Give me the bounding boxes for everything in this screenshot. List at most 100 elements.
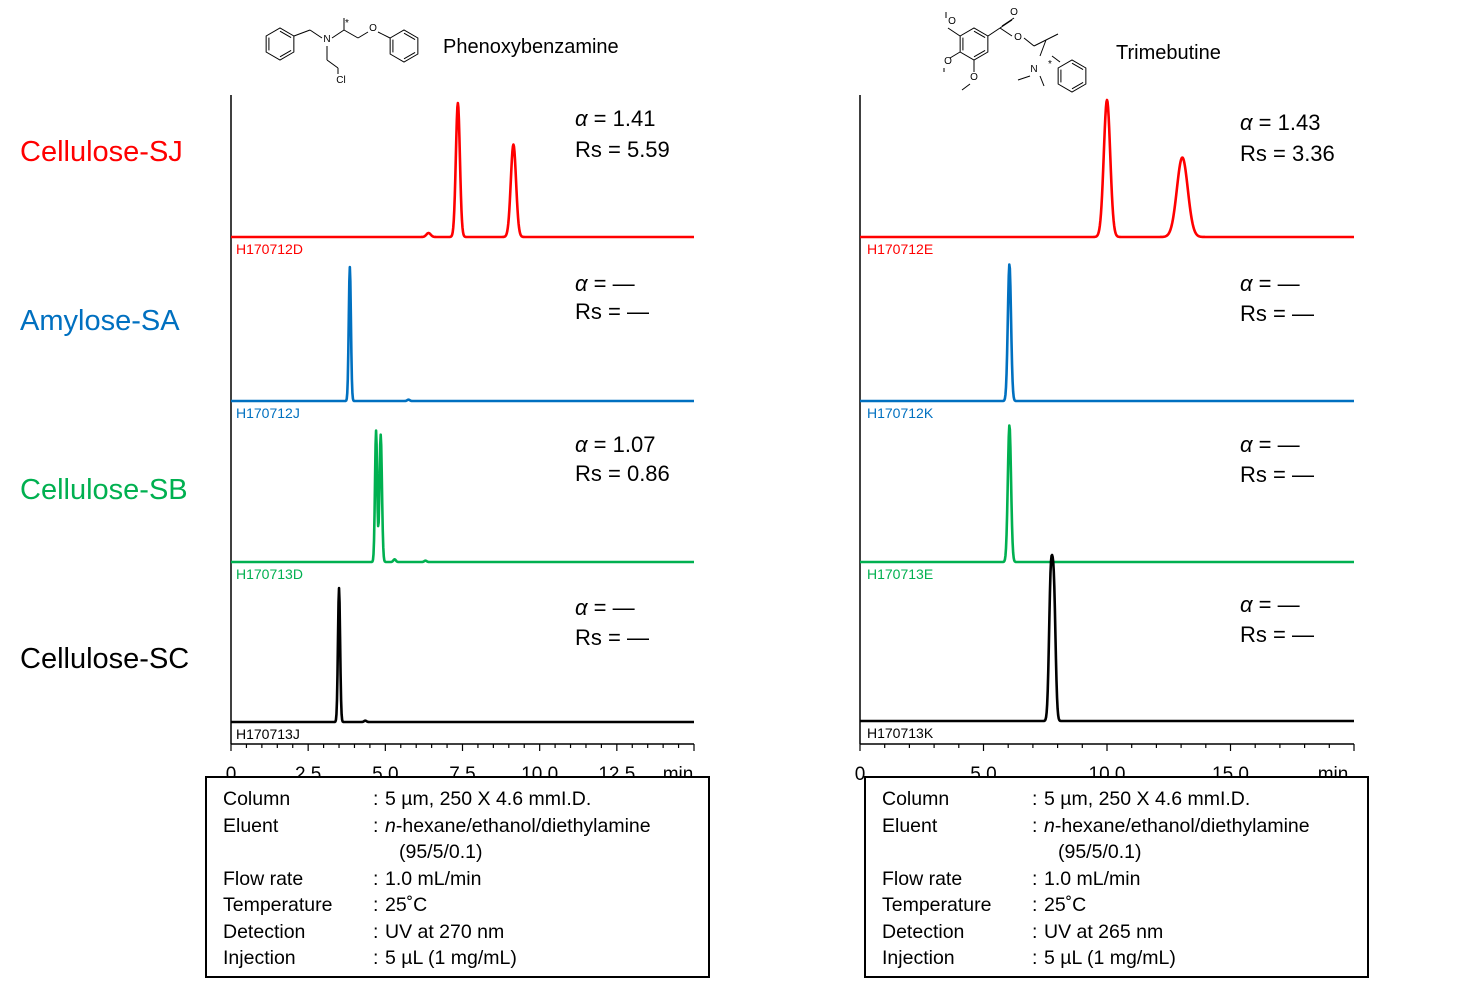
condition-row: Detection:UV at 265 nm: [882, 921, 1352, 945]
run-code-label: H170712D: [236, 241, 303, 257]
resolution-value: Rs = 3.36: [1240, 141, 1335, 166]
resolution-value: Rs = —: [575, 625, 649, 650]
condition-colon: :: [373, 788, 379, 810]
condition-colon: :: [1032, 814, 1038, 837]
double-bond: [1071, 81, 1084, 90]
resolution-value: Rs = 5.59: [575, 137, 670, 162]
condition-value: 25˚C: [385, 894, 428, 916]
bond: [1023, 37, 1035, 47]
condition-value: 5 µm, 250 X 4.6 mmI.D.: [385, 788, 592, 810]
alpha-value: α = —: [1240, 271, 1300, 296]
compound-name-trimebutine: Trimebutine: [1116, 42, 1221, 64]
resolution-value: Rs = 0.86: [575, 461, 670, 486]
conditions-box-trimebutine: Column:5 µm, 250 X 4.6 mmI.D.Eluent:n-he…: [864, 776, 1369, 978]
condition-row: Injection:5 µL (1 mg/mL): [882, 947, 1352, 971]
bond: [947, 27, 961, 37]
condition-colon: :: [373, 947, 379, 969]
row-label-cellulose-sj: Cellulose-SJ: [20, 136, 183, 168]
atom-label: O: [1010, 7, 1018, 18]
condition-label: Flow rate: [223, 867, 304, 890]
condition-label: Eluent: [223, 814, 279, 837]
run-code-label: H170713K: [867, 725, 934, 741]
condition-row: Detection:UV at 270 nm: [223, 921, 693, 945]
bond: [343, 29, 359, 39]
condition-label: Flow rate: [882, 867, 963, 890]
condition-value: 1.0 mL/min: [1044, 867, 1141, 890]
alpha-value: α = —: [575, 271, 635, 296]
chromatogram-trace-cellulose-sb: [859, 424, 1355, 564]
double-bond: [279, 30, 292, 39]
row-label-amylose-sa: Amylose-SA: [20, 305, 180, 337]
condition-row: Temperature:25˚C: [223, 894, 693, 918]
atom-label: N: [1030, 64, 1037, 75]
resolution-value: Rs = —: [1240, 301, 1314, 326]
condition-colon: :: [373, 920, 379, 943]
bond: [1039, 39, 1047, 57]
bond: [999, 19, 1013, 29]
condition-label: Detection: [223, 920, 306, 943]
alpha-value: α = —: [1240, 592, 1300, 617]
double-bond: [279, 49, 292, 58]
run-code-label: H170713D: [236, 566, 303, 582]
chromatogram-trace-cellulose-sc: [859, 553, 1355, 723]
condition-label: Injection: [223, 947, 296, 969]
condition-row: Flow rate:1.0 mL/min: [882, 868, 1352, 892]
condition-row: Injection:5 µL (1 mg/mL): [223, 947, 693, 971]
condition-value: 5 µL (1 mg/mL): [385, 947, 517, 969]
run-code-label: H170712J: [236, 405, 300, 421]
condition-continuation: (95/5/0.1): [1058, 841, 1142, 863]
double-bond: [1071, 62, 1084, 71]
atom-label: O: [369, 23, 377, 34]
condition-row: Eluent: n-hexane/ethanol/diethylamine: [882, 815, 1352, 839]
alpha-value: α = 1.07: [575, 432, 655, 457]
atom-label: *: [345, 18, 349, 29]
x-tick-label: 0: [226, 764, 237, 785]
bond: [1001, 17, 1015, 27]
condition-colon: :: [1032, 947, 1038, 969]
chromatogram-trace-cellulose-sj: [230, 101, 695, 239]
benzene-ring: [959, 27, 989, 61]
condition-colon: :: [1032, 867, 1038, 890]
alpha-value: α = —: [575, 595, 635, 620]
condition-label: Eluent: [882, 814, 938, 837]
bond: [293, 29, 311, 37]
alpha-value: α = —: [1240, 432, 1300, 457]
condition-colon: :: [1032, 920, 1038, 943]
condition-value: n-hexane/ethanol/diethylamine: [1044, 814, 1310, 837]
condition-row: Temperature:25˚C: [882, 894, 1352, 918]
condition-colon: :: [373, 867, 379, 890]
condition-value: n-hexane/ethanol/diethylamine: [385, 814, 651, 837]
condition-row: Column:5 µm, 250 X 4.6 mmI.D.: [223, 788, 693, 812]
atom-label: O: [944, 56, 952, 67]
alpha-value: α = 1.41: [575, 106, 655, 131]
condition-continuation: (95/5/0.1): [399, 841, 483, 863]
condition-label: Column: [882, 788, 950, 810]
benzene-ring: [1057, 59, 1087, 93]
condition-row: Column:5 µm, 250 X 4.6 mmI.D.: [882, 788, 1352, 812]
benzene-ring: [265, 27, 295, 61]
benzene-ring: [389, 29, 419, 63]
atom-label: N: [323, 34, 330, 45]
bond: [377, 31, 391, 39]
compound-name-phenoxybenzamine: Phenoxybenzamine: [443, 36, 619, 58]
condition-label: Temperature: [882, 894, 992, 916]
condition-label: Injection: [882, 947, 955, 969]
bond: [1039, 75, 1045, 87]
atom-label: *: [1048, 59, 1052, 70]
run-code-label: H170712E: [867, 241, 933, 257]
bond: [987, 27, 1001, 37]
chromatogram-trace-cellulose-sb: [230, 429, 695, 564]
bond: [961, 83, 971, 91]
condition-label: Column: [223, 788, 291, 810]
run-code-label: H170713J: [236, 726, 300, 742]
resolution-value: Rs = —: [1240, 622, 1314, 647]
atom-label: O: [970, 72, 978, 83]
double-bond: [403, 51, 416, 60]
bond: [357, 31, 369, 39]
row-label-cellulose-sc: Cellulose-SC: [20, 643, 190, 675]
condition-value: 5 µm, 250 X 4.6 mmI.D.: [1044, 788, 1251, 810]
condition-label: Temperature: [223, 894, 333, 916]
